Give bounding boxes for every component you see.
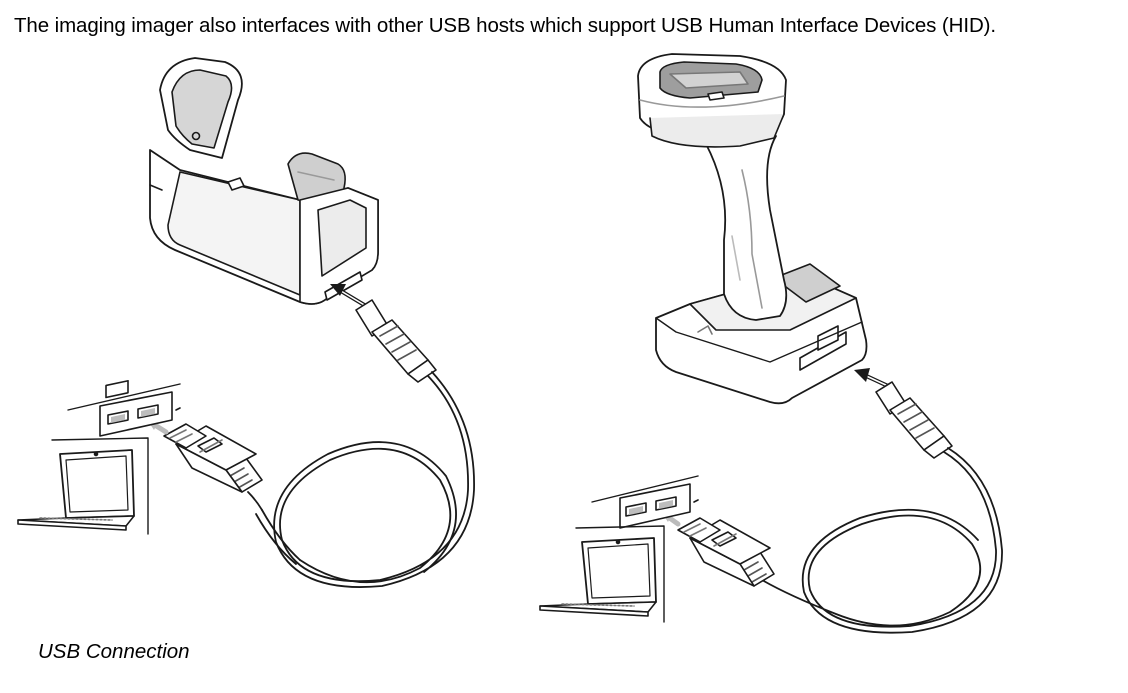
usb-port-panel-right: [591, 475, 699, 529]
laptop-right: [539, 537, 657, 617]
usb-plug-left: [163, 423, 263, 493]
right-illustration: [539, 53, 1003, 634]
usb-port-panel-left: [67, 379, 181, 437]
scanner-in-cradle-illustration: [637, 53, 868, 405]
cradle-connector: [355, 299, 437, 383]
usb-cable-left: [247, 371, 475, 588]
figure-caption: USB Connection: [38, 640, 190, 663]
laptop-left: [17, 449, 135, 531]
cradle-illustration: [149, 57, 379, 305]
usb-connection-figure: [0, 40, 1128, 640]
usb-plug-right: [677, 517, 775, 587]
intro-paragraph: The imaging imager also interfaces with …: [14, 14, 996, 37]
left-illustration: [17, 57, 475, 588]
cradle-connector-right: [875, 381, 953, 459]
usb-cable-right: [743, 447, 1003, 634]
